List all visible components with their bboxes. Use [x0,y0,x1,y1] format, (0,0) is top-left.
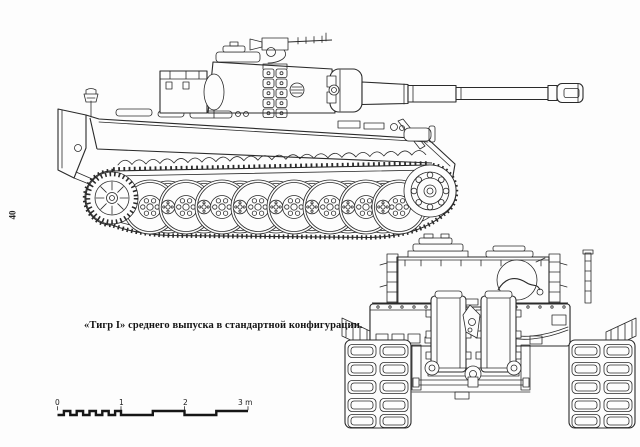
turret-escape-hatch-open [497,258,545,300]
tow-shackle [75,145,82,152]
rear-hull [370,291,570,399]
idler-wheel [404,165,456,217]
spare-track-links [262,64,288,118]
right-hull-pillar [521,345,530,390]
left-tow-eye [425,361,439,375]
rear-exhaust [398,119,435,149]
scale-label-3: 3 m [238,398,252,407]
aa-machine-gun [250,33,332,63]
left-hull-pillar [412,345,421,390]
muzzle-brake [548,84,583,103]
right-tow-eye [507,361,521,375]
exhaust-pipes [425,291,522,376]
rear-cupola [408,234,468,257]
scale-label-0: 0 [55,398,60,407]
page-number: 40 [7,210,18,220]
cupola [216,42,260,62]
scale-bar: 0 1 2 2 3 m [55,398,252,415]
gun-barrel [362,82,408,105]
loader-hatch [486,246,533,257]
running-gear [86,165,456,235]
hull [58,89,455,209]
tow-bar [413,377,529,387]
turret [160,42,335,118]
escape-hatch [204,74,224,110]
engine-deck [338,121,405,131]
pistol-port [290,83,304,97]
track-guide-horns [118,150,426,165]
scale-label-1: 1 [119,398,124,407]
drive-sprocket [86,172,138,224]
tiger-side-view-drawing [58,33,583,238]
stowage-bin [160,71,207,113]
jack [463,299,480,338]
main-gun [327,69,583,112]
rear-track-right [569,340,635,428]
rear-track-left [345,340,411,428]
headlight [84,89,98,118]
figure-caption: «Тигр I» среднего выпуска в стандартной … [84,320,363,331]
scale-label-2: 2 [183,398,188,407]
tiger-rear-view-drawing [342,234,636,428]
